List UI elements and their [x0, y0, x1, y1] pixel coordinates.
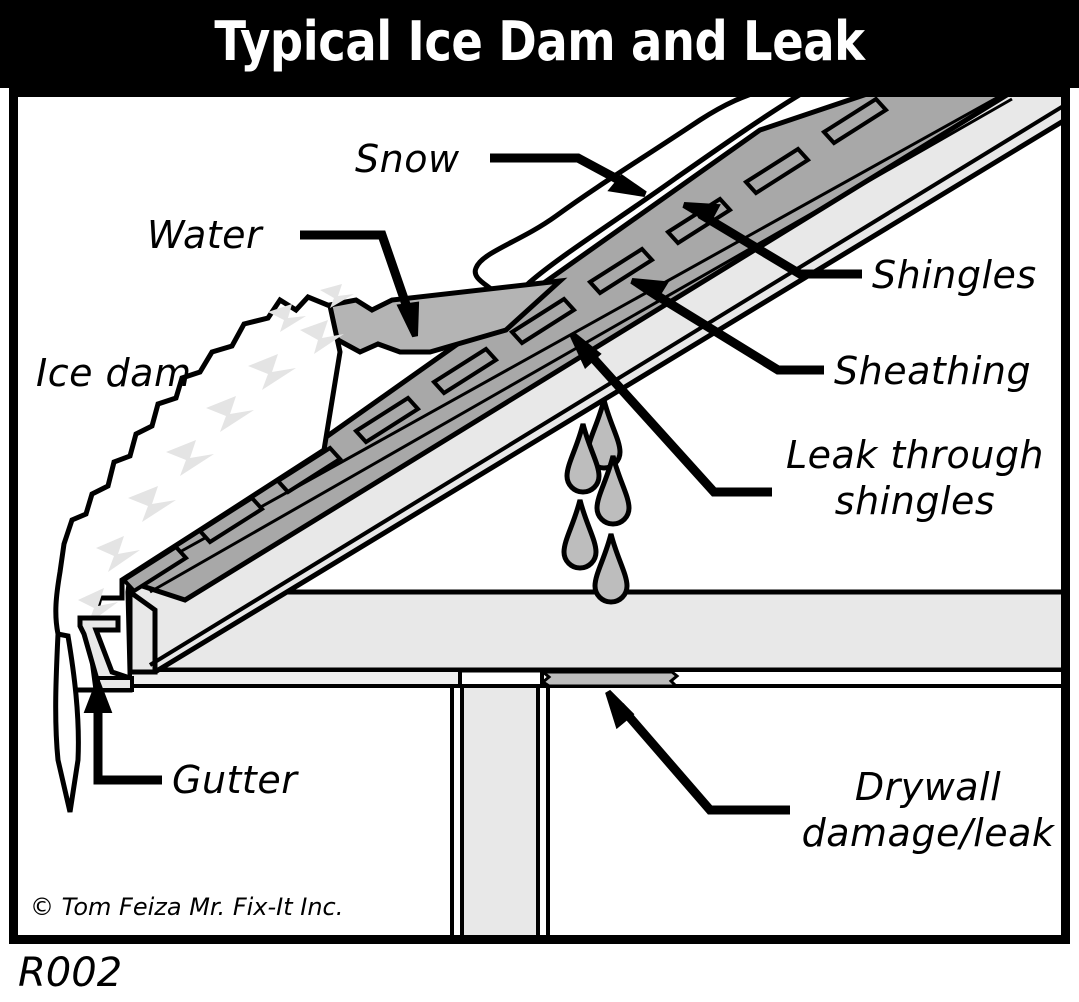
label-leak-line2: shingles	[834, 479, 996, 523]
page-title: Typical Ice Dam and Leak	[214, 10, 865, 73]
title-bar: Typical Ice Dam and Leak	[0, 0, 1079, 88]
leader-sheathing	[630, 278, 824, 375]
label-drywall-line1: Drywall	[854, 765, 1002, 809]
leader-water	[300, 230, 420, 338]
drywall-stain-patch	[538, 670, 680, 688]
water-drop	[564, 423, 602, 495]
label-snow: Snow	[355, 137, 460, 181]
water-drop	[594, 455, 632, 527]
leader-shingles	[682, 202, 862, 279]
label-leak-through-shingles: Leak through shingles	[781, 432, 1049, 524]
water-drop	[585, 399, 623, 471]
ice-texture	[78, 284, 354, 624]
label-leak-line1: Leak through	[785, 433, 1045, 477]
label-sheathing: Sheathing	[834, 349, 1032, 393]
gutter-profile	[77, 615, 134, 693]
icicle	[53, 630, 81, 813]
copyright-notice: © Tom Feiza Mr. Fix-It Inc.	[30, 893, 344, 921]
label-drywall-line2: damage/leak	[801, 811, 1055, 855]
ice-dam-mass	[53, 284, 354, 693]
label-ice-dam: Ice dam	[36, 351, 192, 395]
label-gutter: Gutter	[172, 758, 298, 802]
water-drop	[561, 499, 599, 571]
label-shingles: Shingles	[872, 253, 1037, 297]
roof-assembly	[118, 97, 1061, 675]
leader-leak	[569, 331, 772, 497]
snow-blanket	[472, 97, 801, 310]
water-drops	[561, 399, 632, 605]
leader-gutter	[83, 675, 162, 785]
water-drop	[592, 533, 630, 605]
leader-lines	[83, 153, 862, 815]
leader-snow	[490, 153, 647, 197]
label-water: Water	[147, 213, 263, 257]
interior-wall	[450, 684, 550, 935]
diagram-code: R002	[18, 950, 123, 996]
leader-drywall	[605, 689, 790, 815]
label-drywall-damage: Drywall damage/leak	[800, 764, 1056, 856]
